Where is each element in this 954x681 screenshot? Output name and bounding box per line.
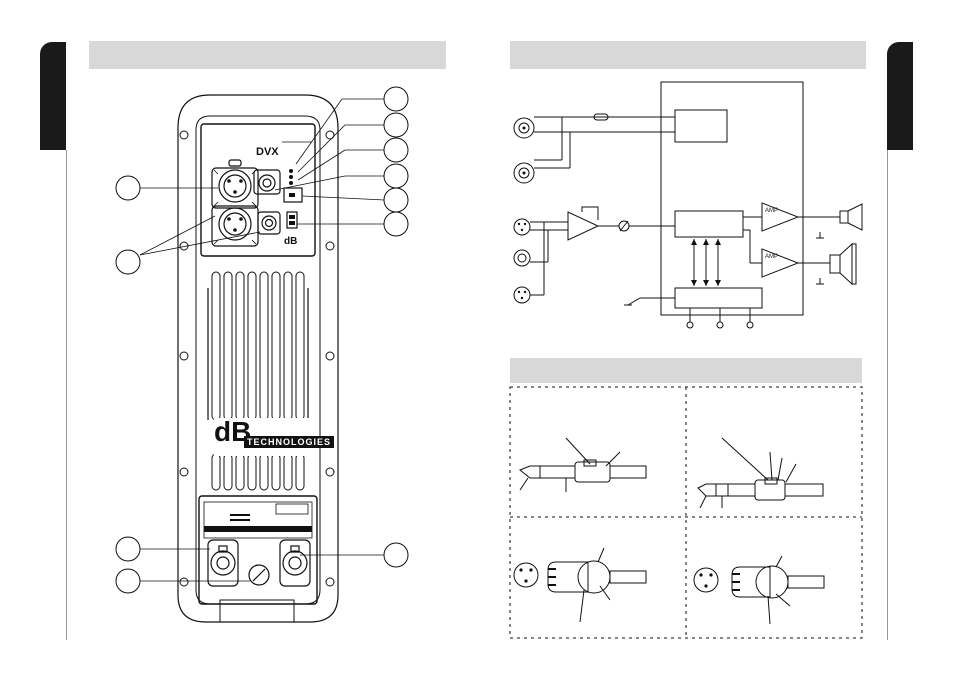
- connection-details: [0, 0, 954, 681]
